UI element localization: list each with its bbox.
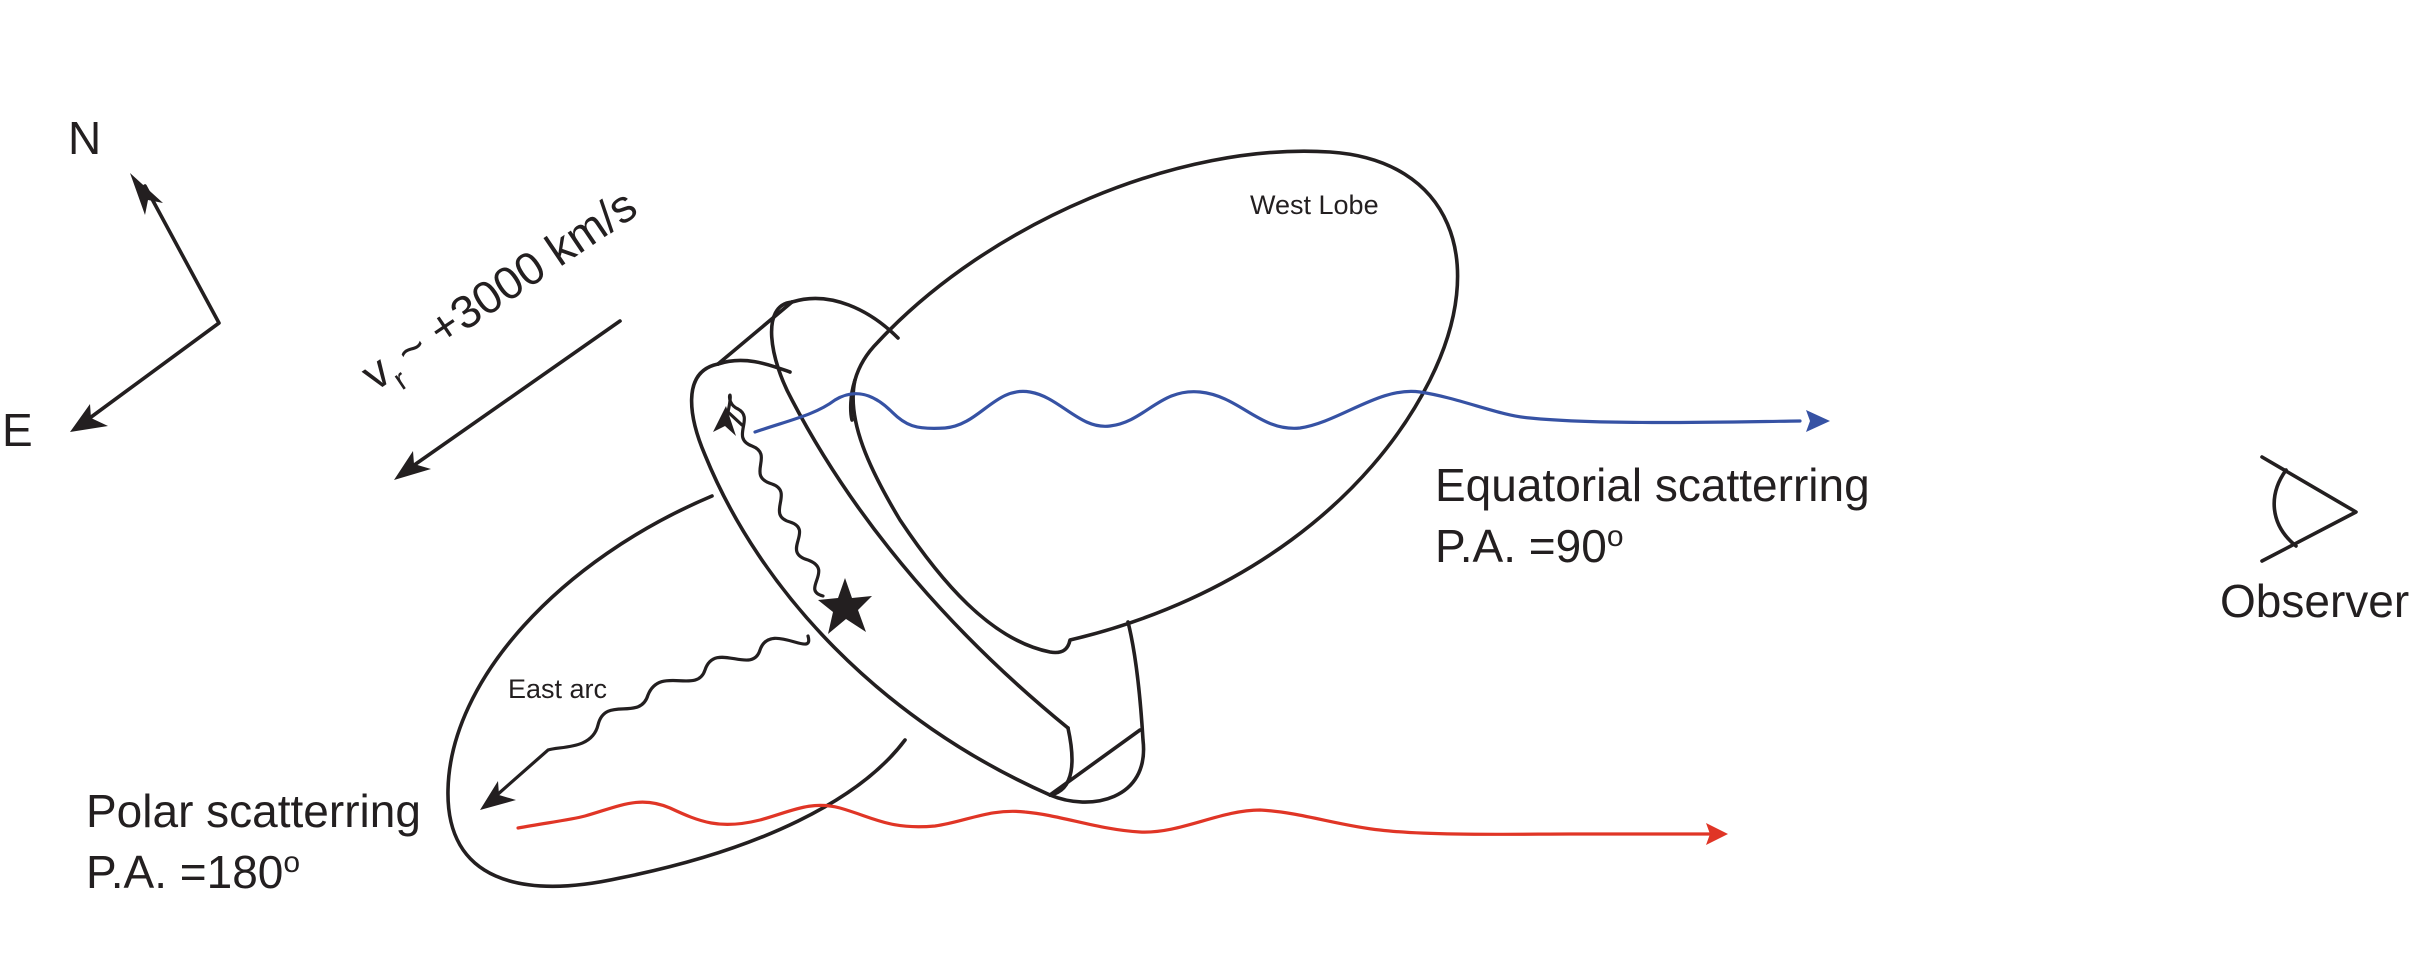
observer-label: Observer <box>2220 575 2409 627</box>
disk-back-rim <box>790 296 900 340</box>
compass-east-label: E <box>2 404 33 456</box>
east-lobe-outline <box>446 494 907 888</box>
disk-inner-arc <box>1048 726 1074 797</box>
compass-north-label: N <box>68 112 101 164</box>
polar-title: Polar scatterring <box>86 785 421 837</box>
east-arrowhead <box>70 404 108 432</box>
equatorial-pa: P.A. =90o <box>1435 520 1624 572</box>
observer: Observer <box>2220 455 2409 627</box>
photon-up-arrowhead <box>713 406 736 436</box>
photon-path-down <box>495 634 811 797</box>
east-lobe-label: East arc <box>508 674 607 704</box>
compass-axes <box>81 184 221 425</box>
photon-down-arrowhead <box>480 781 516 810</box>
north-arrowhead <box>130 173 163 215</box>
velocity-label: vr~ +3000 km/s <box>352 178 652 409</box>
velocity-arrow-shaft <box>408 319 622 470</box>
velocity-arrowhead <box>394 451 431 480</box>
west-lobe-label: West Lobe <box>1250 190 1379 220</box>
equatorial-wave <box>753 389 1802 434</box>
equatorial-arrowhead <box>1806 410 1830 432</box>
compass: N E <box>2 112 221 456</box>
photon-path-up <box>726 393 825 598</box>
equatorial-disk <box>689 296 1146 804</box>
disk-top-edge <box>716 300 794 366</box>
east-lobe: East arc <box>446 494 907 888</box>
equatorial-label-group: Equatorial scatterring P.A. =90o <box>1435 459 1870 572</box>
disk-top-rim <box>716 358 792 374</box>
polar-label-group: Polar scatterring P.A. =180o <box>86 785 421 898</box>
polar-arrowhead <box>1706 823 1728 845</box>
west-lobe-outline <box>851 149 1460 655</box>
disk-front-rim <box>689 362 1146 804</box>
velocity-indicator: vr~ +3000 km/s <box>352 178 652 480</box>
disk-inner-rim <box>769 300 1070 730</box>
equatorial-title: Equatorial scatterring <box>1435 459 1870 511</box>
polar-wave <box>516 800 1712 836</box>
eye-pupil-arc <box>2272 468 2298 548</box>
west-lobe: West Lobe <box>848 149 1460 655</box>
polar-pa: P.A. =180o <box>86 846 300 898</box>
central-star-icon <box>818 578 872 634</box>
photon-path-up-line <box>726 410 744 427</box>
west-lobe-neck <box>848 378 857 422</box>
